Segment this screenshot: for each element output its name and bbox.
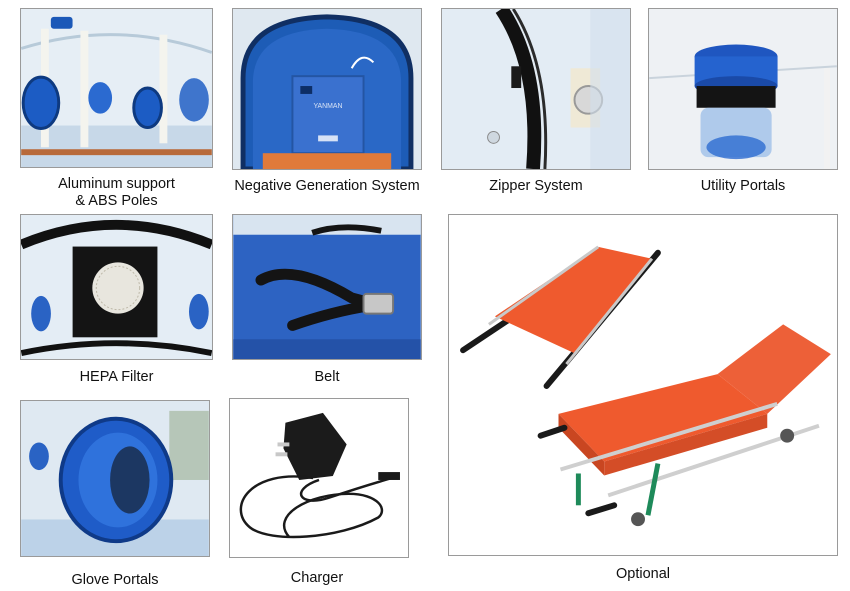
hepa-filter-image (21, 215, 212, 359)
photo-glove-portals (20, 400, 210, 557)
isolation-pod-frame-image (21, 9, 212, 167)
photo-negative-generation: YANMAN (232, 8, 422, 170)
ambulance-stretcher (537, 324, 831, 527)
glove-portal-image (21, 401, 209, 556)
charger-image (230, 399, 408, 557)
caption-hepa-filter: HEPA Filter (79, 369, 154, 385)
caption-charger: Charger (290, 570, 344, 586)
stretcher-image (449, 215, 837, 555)
negative-pressure-unit-image: YANMAN (233, 9, 421, 169)
zipper-image (442, 9, 630, 169)
device-brand-label: YANMAN (313, 103, 342, 110)
caption-belt: Belt (314, 369, 340, 385)
caption-zipper-system: Zipper System (489, 178, 583, 194)
photo-aluminum-support (20, 8, 213, 168)
utility-portal-image (649, 9, 837, 169)
caption-optional: Optional (615, 566, 670, 582)
belt-image (233, 215, 421, 359)
caption-aluminum-support: Aluminum support & ABS Poles (58, 176, 175, 209)
photo-optional-stretchers (448, 214, 838, 556)
folding-stretcher (460, 245, 661, 389)
photo-zipper-system (441, 8, 631, 170)
caption-negative-generation: Negative Generation System (234, 178, 420, 194)
caption-glove-portals: Glove Portals (71, 572, 159, 588)
caption-utility-portals: Utility Portals (700, 178, 786, 194)
photo-belt (232, 214, 422, 360)
photo-utility-portals (648, 8, 838, 170)
photo-hepa-filter (20, 214, 213, 360)
photo-charger (229, 398, 409, 558)
